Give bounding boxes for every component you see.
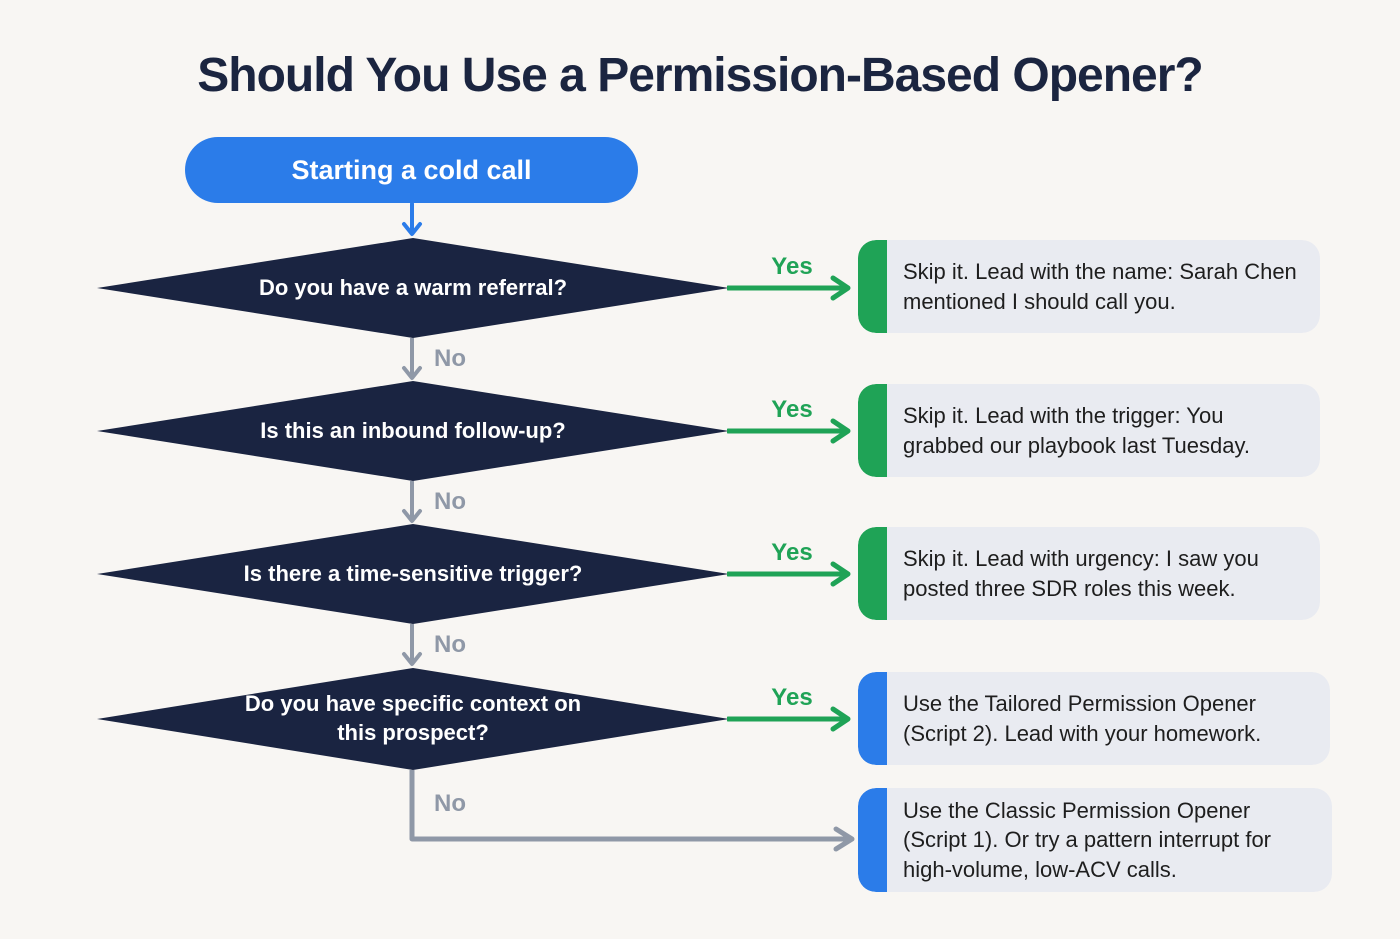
outcome-card: Skip it. Lead with the trigger: You grab… <box>858 384 1320 477</box>
arrow-right-icon <box>727 417 859 445</box>
start-node-label: Starting a cold call <box>291 154 532 185</box>
yes-label: Yes <box>771 684 813 711</box>
decision-inbound-followup: Is this an inbound follow-up? <box>97 381 729 481</box>
yes-label: Yes <box>771 539 813 566</box>
accent-bar <box>858 527 887 620</box>
outcome-card-final: Use the Classic Permission Opener (Scrip… <box>858 788 1332 892</box>
decision-label: Is this an inbound follow-up? <box>260 417 566 443</box>
no-label: No <box>434 790 466 817</box>
decision-label: Do you have a warm referral? <box>258 274 568 300</box>
yes-label: Yes <box>771 253 813 280</box>
accent-bar <box>858 788 887 892</box>
decision-warm-referral: Do you have a warm referral? <box>97 238 729 338</box>
arrow-right-icon <box>727 560 859 588</box>
decision-label: Is there a time-sensitive trigger? <box>243 560 583 586</box>
accent-bar <box>858 672 887 765</box>
arrow-down-icon <box>400 624 424 669</box>
accent-bar <box>858 384 887 477</box>
arrow-down-icon <box>400 203 424 239</box>
outcome-card: Skip it. Lead with the name: Sarah Chen … <box>858 240 1320 333</box>
outcome-text: Use the Tailored Permission Opener (Scri… <box>887 672 1330 765</box>
arrow-elbow-icon <box>400 770 870 854</box>
yes-label: Yes <box>771 396 813 423</box>
arrow-right-icon <box>727 705 859 733</box>
outcome-text: Skip it. Lead with the name: Sarah Chen … <box>887 240 1320 333</box>
arrow-right-icon <box>727 274 859 302</box>
outcome-text: Skip it. Lead with urgency: I saw you po… <box>887 527 1320 620</box>
page-title: Should You Use a Permission-Based Opener… <box>197 49 1203 102</box>
no-label: No <box>434 345 466 372</box>
outcome-card: Skip it. Lead with urgency: I saw you po… <box>858 527 1320 620</box>
decision-time-sensitive-trigger: Is there a time-sensitive trigger? <box>97 524 729 624</box>
arrow-down-icon <box>400 481 424 526</box>
decision-label: Do you have specific context on this pro… <box>244 691 582 745</box>
accent-bar <box>858 240 887 333</box>
arrow-down-icon <box>400 338 424 383</box>
no-label: No <box>434 631 466 658</box>
outcome-text: Skip it. Lead with the trigger: You grab… <box>887 384 1320 477</box>
decision-specific-context: Do you have specific context on this pro… <box>97 668 729 770</box>
no-label: No <box>434 488 466 515</box>
outcome-card: Use the Tailored Permission Opener (Scri… <box>858 672 1330 765</box>
start-node: Starting a cold call <box>185 137 638 203</box>
outcome-text: Use the Classic Permission Opener (Scrip… <box>887 788 1332 892</box>
